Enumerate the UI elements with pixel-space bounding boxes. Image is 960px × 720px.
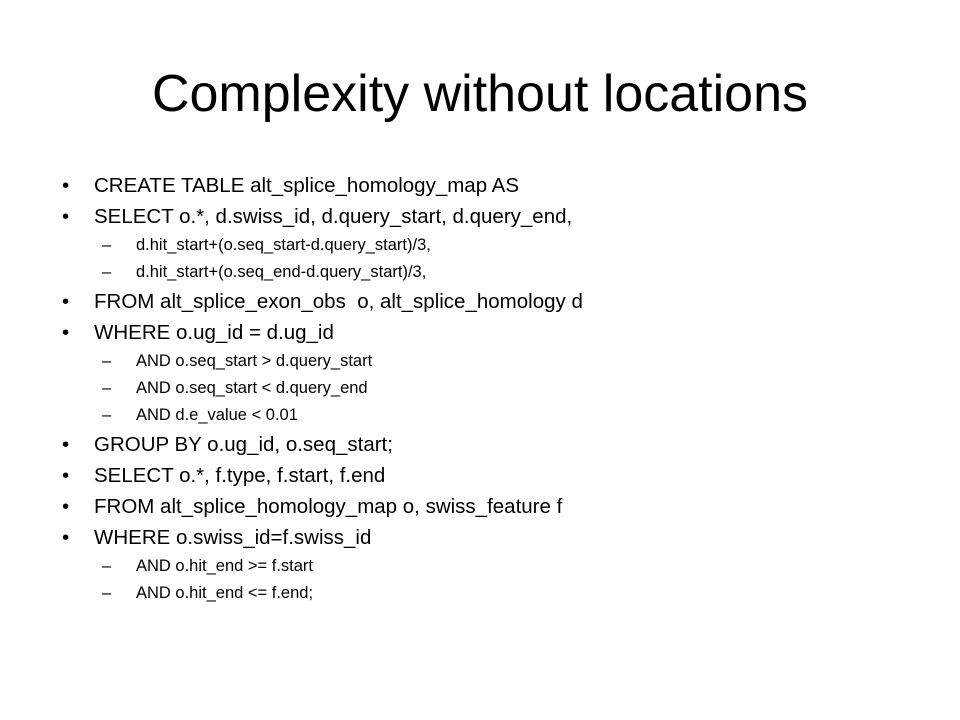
bullet-icon: • [62, 205, 70, 228]
bullet-text: WHERE o.ug_id = d.ug_id [94, 321, 334, 344]
dash-icon: – [102, 406, 112, 424]
sub-bullet-item: – d.hit_start+(o.seq_start-d.query_start… [62, 232, 942, 259]
bullet-icon: • [62, 321, 70, 344]
bullet-text: WHERE o.swiss_id=f.swiss_id [94, 526, 372, 549]
sub-bullet-item: – AND o.hit_end >= f.start [62, 553, 942, 580]
sub-bullet-text: AND d.e_value < 0.01 [136, 406, 298, 424]
dash-icon: – [102, 584, 112, 602]
sub-bullet-text: AND o.seq_start > d.query_start [136, 352, 373, 370]
bullet-text: SELECT o.*, f.type, f.start, f.end [94, 464, 386, 487]
dash-icon: – [102, 236, 112, 254]
bullet-item: • SELECT o.*, d.swiss_id, d.query_start,… [62, 201, 942, 232]
dash-icon: – [102, 379, 112, 397]
bullet-item: • WHERE o.swiss_id=f.swiss_id [62, 522, 942, 553]
bullet-icon: • [62, 433, 70, 456]
sub-bullet-text: d.hit_start+(o.seq_end-d.query_start)/3, [136, 263, 427, 281]
bullet-icon: • [62, 174, 70, 197]
sub-bullet-item: – AND o.seq_start > d.query_start [62, 348, 942, 375]
dash-icon: – [102, 557, 112, 575]
bullet-icon: • [62, 526, 70, 549]
bullet-item: • WHERE o.ug_id = d.ug_id [62, 317, 942, 348]
slide-title: Complexity without locations [151, 65, 809, 123]
bullet-text: FROM alt_splice_exon_obs o, alt_splice_h… [94, 290, 583, 313]
bullet-text: GROUP BY o.ug_id, o.seq_start; [94, 433, 393, 456]
sub-bullet-text: AND o.seq_start < d.query_end [136, 379, 368, 397]
bullet-text: CREATE TABLE alt_splice_homology_map AS [94, 174, 520, 197]
sub-bullet-item: – d.hit_start+(o.seq_end-d.query_start)/… [62, 259, 942, 286]
sub-bullet-text: AND o.hit_end <= f.end; [136, 584, 314, 602]
bullet-icon: • [62, 464, 70, 487]
sub-bullet-text: AND o.hit_end >= f.start [136, 557, 314, 575]
sub-bullet-text: d.hit_start+(o.seq_start-d.query_start)/… [136, 236, 431, 254]
bullet-item: • FROM alt_splice_homology_map o, swiss_… [62, 491, 942, 522]
bullet-text: SELECT o.*, d.swiss_id, d.query_start, d… [94, 205, 573, 228]
bullet-icon: • [62, 495, 70, 518]
bullet-text: FROM alt_splice_homology_map o, swiss_fe… [94, 495, 563, 518]
sub-bullet-item: – AND o.hit_end <= f.end; [62, 580, 942, 607]
bullet-item: • FROM alt_splice_exon_obs o, alt_splice… [62, 286, 942, 317]
sub-bullet-item: – AND o.seq_start < d.query_end [62, 375, 942, 402]
dash-icon: – [102, 352, 112, 370]
bullet-icon: • [62, 290, 70, 313]
sub-bullet-item: – AND d.e_value < 0.01 [62, 402, 942, 429]
dash-icon: – [102, 263, 112, 281]
bullet-item: • SELECT o.*, f.type, f.start, f.end [62, 460, 942, 491]
bullet-item: • CREATE TABLE alt_splice_homology_map A… [62, 170, 942, 201]
bullet-item: • GROUP BY o.ug_id, o.seq_start; [62, 429, 942, 460]
bullet-list: • CREATE TABLE alt_splice_homology_map A… [62, 170, 942, 607]
